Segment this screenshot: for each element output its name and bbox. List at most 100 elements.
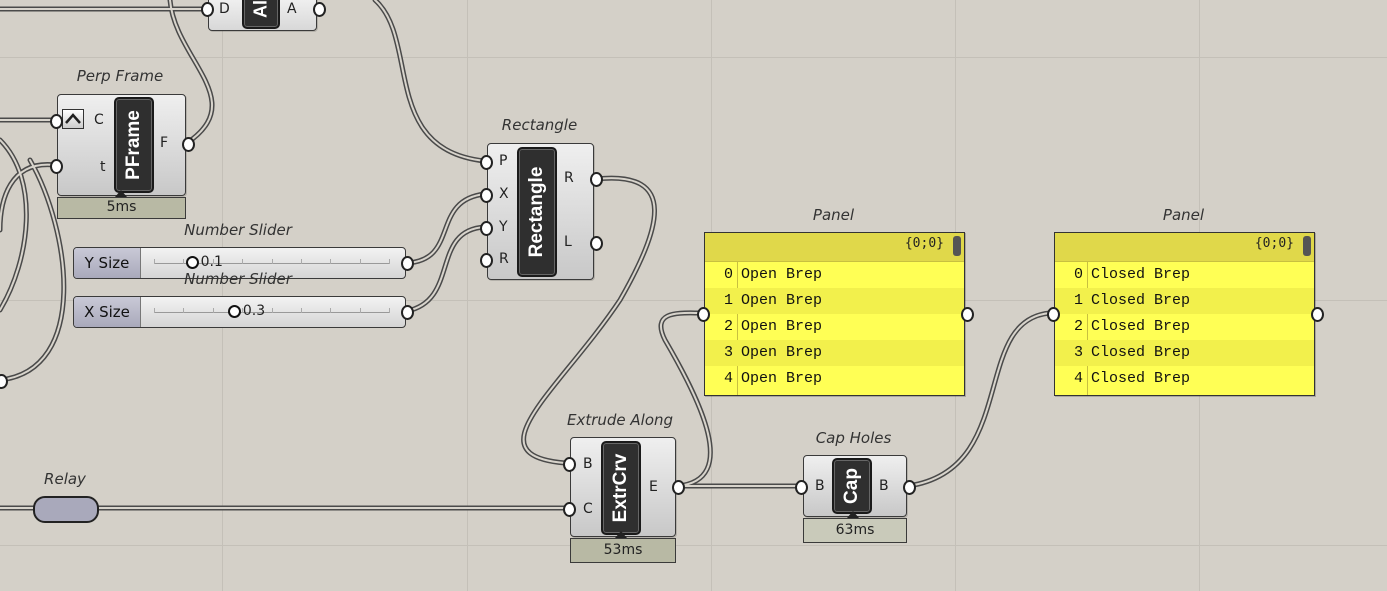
cap-holes-component[interactable]: B Cap B xyxy=(803,455,907,517)
output-grip[interactable] xyxy=(0,374,8,389)
rectangle-component[interactable]: P X Y R Rectangle R L xyxy=(487,143,594,280)
input-x[interactable]: X xyxy=(499,186,509,202)
output-grip[interactable] xyxy=(590,172,603,187)
curve-parameter-icon xyxy=(62,109,84,129)
grid-line xyxy=(0,57,1387,58)
input-grip[interactable] xyxy=(480,221,493,236)
input-b[interactable]: B xyxy=(583,456,593,472)
slider-label: X Size xyxy=(74,297,141,327)
output-a[interactable]: A xyxy=(287,1,297,17)
top-component[interactable]: D Al A xyxy=(208,0,317,31)
y-size-slider[interactable]: Y Size 0.1 xyxy=(73,247,406,279)
output-grip[interactable] xyxy=(672,480,685,495)
expand-triangle-icon xyxy=(115,190,127,197)
output-grip[interactable] xyxy=(313,2,326,17)
index-column xyxy=(1055,261,1088,395)
perp-frame-title: Perp Frame xyxy=(76,67,164,85)
output-grip[interactable] xyxy=(182,137,195,152)
input-d[interactable]: D xyxy=(219,1,230,17)
slider-value: 0.1 xyxy=(200,254,223,270)
slider-value: 0.3 xyxy=(242,303,266,319)
panel-header: {0;0} xyxy=(1055,233,1314,262)
data-path: {0;0} xyxy=(904,236,944,251)
input-grip[interactable] xyxy=(480,155,493,170)
cap-holes-title: Cap Holes xyxy=(815,429,892,447)
x-size-slider[interactable]: X Size 0.3 xyxy=(73,296,406,328)
output-grip[interactable] xyxy=(590,236,603,251)
panel-title: Panel xyxy=(812,206,855,224)
output-grip[interactable] xyxy=(401,305,414,320)
output-b[interactable]: B xyxy=(879,478,889,494)
rectangle-title: Rectangle xyxy=(501,116,578,134)
x-slider-title: Number Slider xyxy=(184,270,292,288)
component-core: Rectangle xyxy=(517,147,557,277)
input-c[interactable]: C xyxy=(94,112,104,128)
extrude-component[interactable]: B C ExtrCrv E xyxy=(570,437,676,537)
output-e[interactable]: E xyxy=(649,479,658,495)
y-slider-title: Number Slider xyxy=(184,221,292,239)
output-grip[interactable] xyxy=(961,307,974,322)
grid-line xyxy=(0,545,1387,546)
output-grip[interactable] xyxy=(401,256,414,271)
input-grip[interactable] xyxy=(480,253,493,268)
input-grip[interactable] xyxy=(795,480,808,495)
profiler-timer: 5ms xyxy=(57,197,186,219)
component-core: PFrame xyxy=(114,97,154,193)
data-path: {0;0} xyxy=(1254,236,1294,251)
relay-component[interactable] xyxy=(33,496,99,523)
component-core: ExtrCrv xyxy=(601,441,641,535)
grid-line xyxy=(467,0,468,591)
input-grip[interactable] xyxy=(480,188,493,203)
output-grip[interactable] xyxy=(1311,307,1324,322)
input-y[interactable]: Y xyxy=(499,219,508,235)
panel-header: {0;0} xyxy=(705,233,964,262)
profiler-timer: 63ms xyxy=(803,518,907,543)
slider-label: Y Size xyxy=(74,248,141,278)
component-core: Al xyxy=(242,0,280,29)
extrude-title: Extrude Along xyxy=(566,411,674,429)
input-grip[interactable] xyxy=(1047,307,1060,322)
input-grip[interactable] xyxy=(563,502,576,517)
slider-track[interactable] xyxy=(154,259,390,264)
grid-line xyxy=(0,300,1387,301)
input-c[interactable]: C xyxy=(583,501,593,517)
input-grip[interactable] xyxy=(563,457,576,472)
perp-frame-component[interactable]: C t PFrame F xyxy=(57,94,186,196)
slider-knob[interactable] xyxy=(227,305,241,318)
slider-knob[interactable] xyxy=(185,256,199,269)
expand-triangle-icon xyxy=(615,531,627,538)
input-grip[interactable] xyxy=(50,114,63,129)
input-r[interactable]: R xyxy=(499,251,509,267)
output-r[interactable]: R xyxy=(564,170,574,186)
output-l[interactable]: L xyxy=(564,234,572,250)
input-p[interactable]: P xyxy=(499,153,508,169)
component-core: Cap xyxy=(832,458,872,514)
input-grip[interactable] xyxy=(697,307,710,322)
input-b[interactable]: B xyxy=(815,478,825,494)
output-grip[interactable] xyxy=(903,480,916,495)
profiler-timer: 53ms xyxy=(570,538,676,563)
slider-track[interactable] xyxy=(154,308,390,313)
relay-title: Relay xyxy=(44,470,86,488)
input-grip[interactable] xyxy=(201,2,214,17)
output-f[interactable]: F xyxy=(160,135,169,151)
input-grip[interactable] xyxy=(50,159,63,174)
scrollbar[interactable] xyxy=(1303,236,1311,256)
expand-triangle-icon xyxy=(847,511,859,518)
scrollbar[interactable] xyxy=(953,236,961,256)
grid-line xyxy=(222,0,223,591)
input-t[interactable]: t xyxy=(100,159,106,175)
